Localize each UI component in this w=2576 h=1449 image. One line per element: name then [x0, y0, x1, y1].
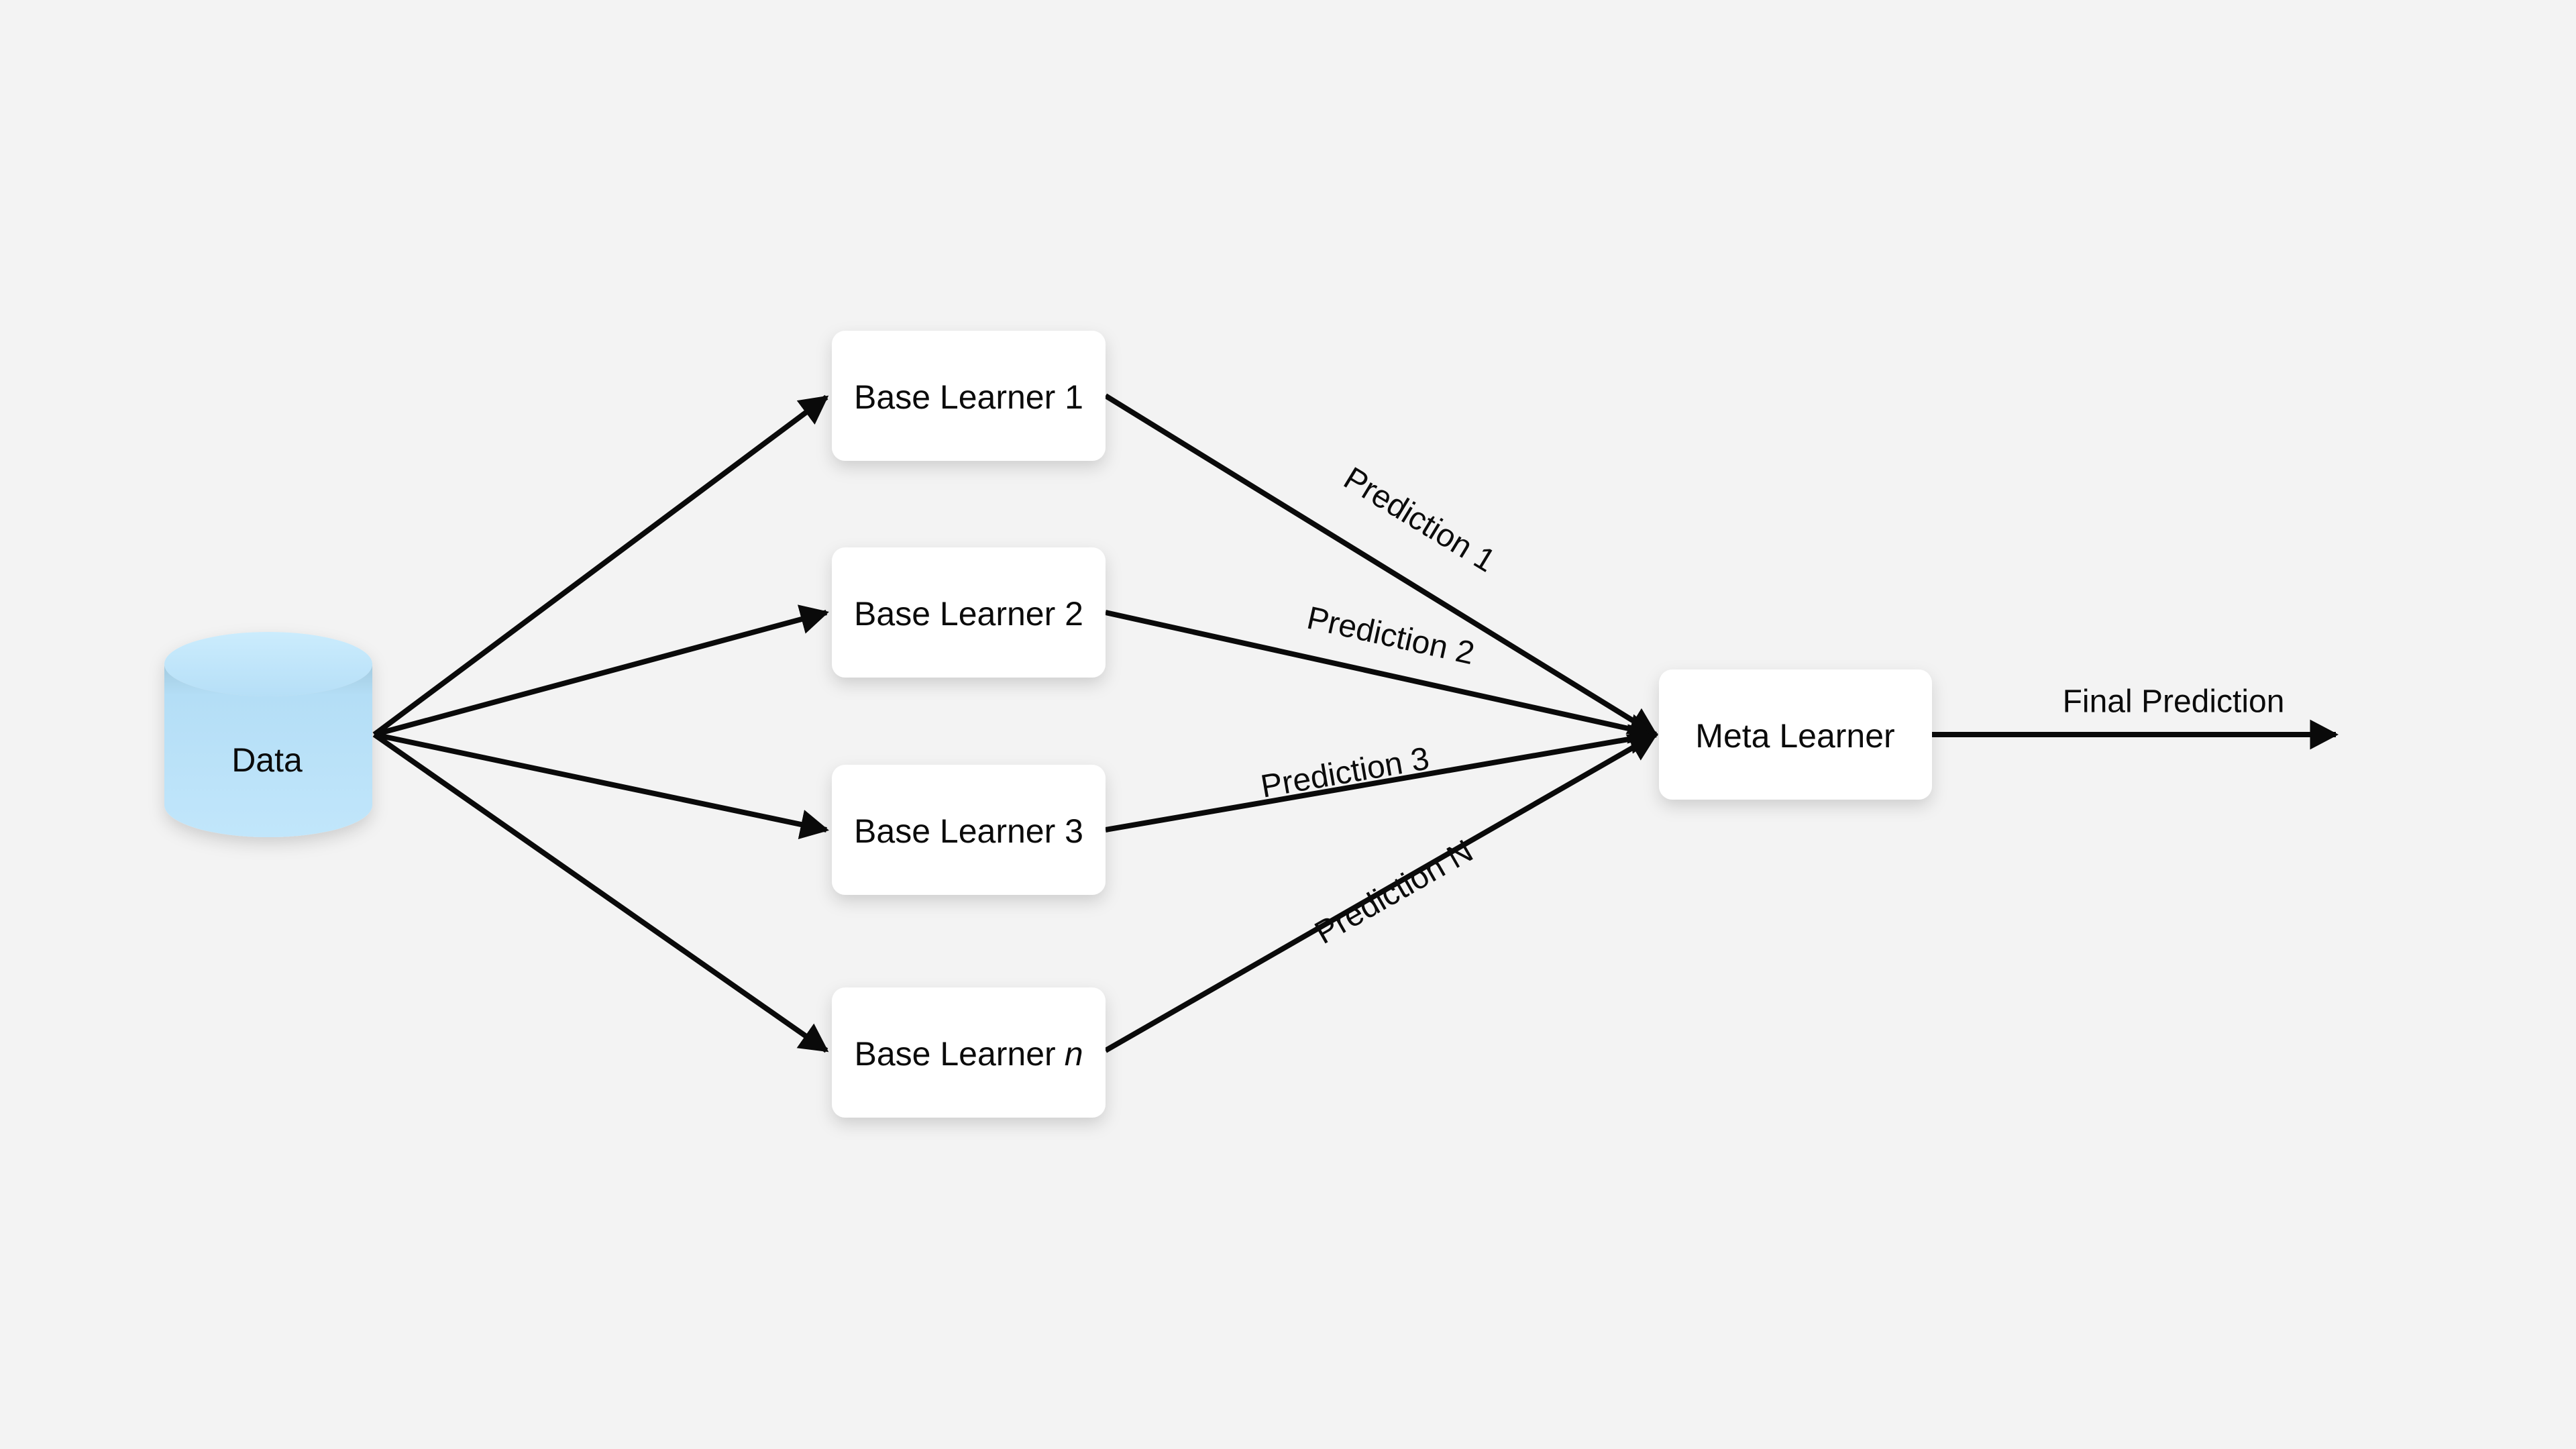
cylinder-body [164, 664, 372, 837]
edge-prediction-n [1104, 732, 1658, 1053]
base-learner-1-label: Base Learner 1 [854, 378, 1083, 416]
edge-prediction-2 [1105, 610, 1658, 744]
final-prediction-label: Final Prediction [2063, 684, 2285, 720]
prediction-edges [1104, 393, 1658, 1053]
base-learner-n-label: Base Learner n [854, 1035, 1083, 1073]
base-learner-2-label: Base Learner 2 [854, 595, 1083, 633]
base-learner-3-box [832, 765, 1106, 895]
base-learner-nodes: Base Learner 1 Base Learner 2 Base Learn… [832, 331, 1106, 1118]
base-learner-3-label: Base Learner 3 [854, 812, 1083, 850]
base-learner-2-box [832, 547, 1106, 678]
edge-prediction-3 [1105, 724, 1658, 833]
meta-learner-label: Meta Learner [1695, 717, 1894, 755]
data-store-node [164, 632, 372, 837]
edge-data-to-base-learner-1 [372, 394, 829, 737]
base-learner-n-label-var: n [1065, 1035, 1083, 1073]
edge-data-to-base-learner-2 [373, 604, 829, 737]
edge-data-to-base-learner-n [372, 732, 829, 1053]
input-edges [372, 394, 829, 1053]
data-store-label: Data [231, 741, 303, 779]
base-learner-n-box [832, 987, 1106, 1118]
base-learner-n-label-prefix: Base Learner [854, 1035, 1055, 1073]
meta-learner-box [1659, 669, 1932, 800]
edge-data-to-base-learner-3 [374, 732, 829, 839]
cylinder-top [164, 632, 372, 696]
edge-prediction-1 [1104, 393, 1658, 737]
base-learner-1-box [832, 331, 1106, 461]
